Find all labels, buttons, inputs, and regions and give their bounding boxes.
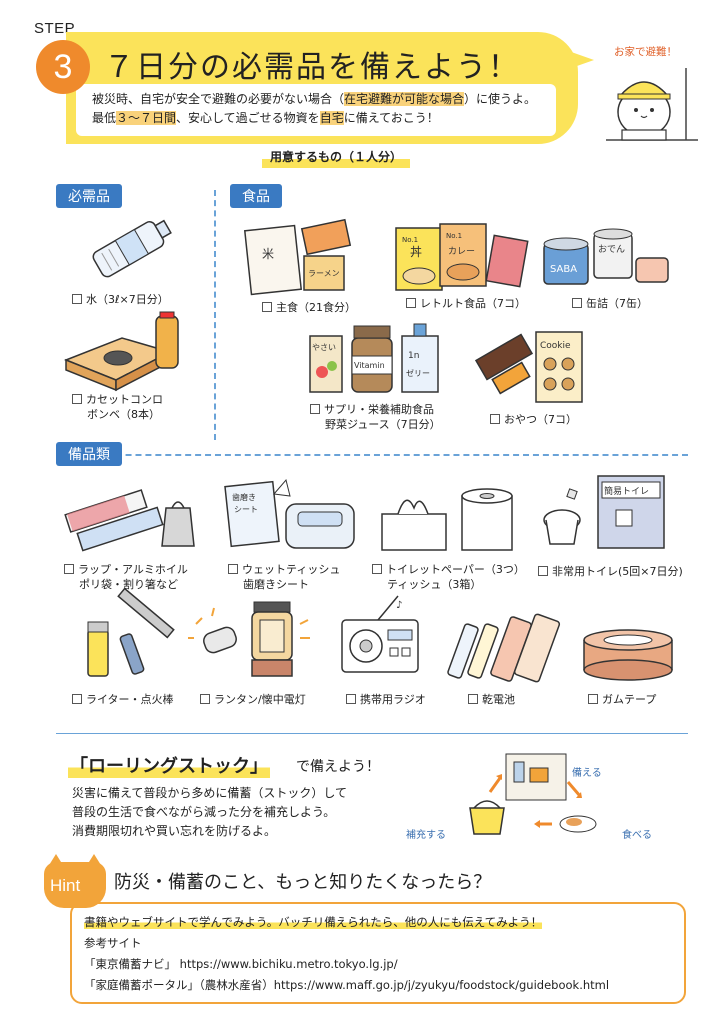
item-duct-tape[interactable]: ガムテープ <box>588 692 656 707</box>
svg-text:1n: 1n <box>408 351 419 361</box>
rolling-stock-line-1: 災害に備えて普段から多めに備蓄（ストック）して <box>72 786 348 800</box>
item-canned-food[interactable]: 缶詰（7缶） <box>572 296 648 311</box>
checkbox[interactable] <box>72 394 82 404</box>
cat-helmet-illustration <box>606 68 698 141</box>
intro-description: 被災時、自宅が安全で避難の必要がない場合（在宅避難が可能な場合）に使うよ。 最低… <box>76 84 556 136</box>
checkbox[interactable] <box>588 694 598 704</box>
checkbox[interactable] <box>72 694 82 704</box>
svg-text:米: 米 <box>262 247 274 261</box>
svg-text:ゼリー: ゼリー <box>406 368 430 378</box>
rolling-stock-title: 「ローリングストック」 <box>68 752 270 778</box>
checkbox[interactable] <box>538 566 548 576</box>
item-supplements[interactable]: サプリ・栄養補助食品野菜ジュース（7日分） <box>310 402 441 432</box>
rice-noodles-icon: 米 ラーメン <box>243 218 352 296</box>
hint-content: 書籍やウェブサイトで学んでみよう。バッチリ備えられたら、他の人にも伝えてみよう！… <box>84 912 609 996</box>
hint-site-1[interactable]: 「東京備蓄ナビ」 https://www.bichiku.metro.tokyo… <box>84 957 398 971</box>
svg-text:No.1: No.1 <box>446 232 462 240</box>
title-bubble-tail <box>560 48 594 72</box>
svg-text:簡易トイレ: 簡易トイレ <box>604 485 649 497</box>
checkbox[interactable] <box>490 414 500 424</box>
rolling-stock-line-3: 消費期限切れや買い忘れを防げるよ。 <box>72 824 277 838</box>
snacks-icon: Cookie <box>474 331 583 403</box>
cassette-stove-icon <box>63 311 179 392</box>
item-lantern[interactable]: ランタン/懐中電灯 <box>200 692 306 707</box>
rolling-stock-subtitle: で備えよう！ <box>296 759 380 775</box>
section-divider-vertical <box>214 190 216 440</box>
cycle-label-eat: 食べる <box>622 830 652 841</box>
prepare-heading: 用意するもの（１人分） <box>262 148 411 168</box>
svg-text:カレー: カレー <box>448 246 475 257</box>
item-water[interactable]: 水（3ℓ×7日分） <box>72 292 169 307</box>
item-snacks[interactable]: おやつ（7コ） <box>490 412 577 427</box>
emergency-toilet-icon: 簡易トイレ <box>543 475 665 549</box>
intro-line-2: 最低３〜７日間、安心して過ごせる物資を自宅に備えておこう！ <box>92 111 439 125</box>
batteries-icon <box>447 613 561 683</box>
item-wet-tissue[interactable]: ウェットティッシュ歯磨きシート <box>228 562 340 592</box>
checkbox[interactable] <box>262 302 272 312</box>
checkbox[interactable] <box>228 564 238 574</box>
rolling-stock-cycle-diagram <box>469 753 597 835</box>
checkbox[interactable] <box>64 564 74 574</box>
svg-text:歯磨き: 歯磨き <box>232 492 256 502</box>
intro-line-1: 被災時、自宅が安全で避難の必要がない場合（在宅避難が可能な場合）に使うよ。 <box>92 92 537 106</box>
item-toilet-paper[interactable]: トイレットペーパー（3つ）ティッシュ（3箱） <box>372 562 525 592</box>
item-emergency-toilet[interactable]: 非常用トイレ(5回×7日分) <box>538 564 683 579</box>
page-title: ７日分の必需品を備えよう！ <box>104 50 520 85</box>
item-lighter[interactable]: ライター・点火棒 <box>72 692 174 707</box>
item-retort-food[interactable]: レトルト食品（7コ） <box>406 296 526 311</box>
svg-text:おでん: おでん <box>598 244 625 255</box>
checkbox[interactable] <box>200 694 210 704</box>
item-cassette-stove[interactable]: カセットコンロボンベ（8本） <box>72 392 163 422</box>
checkbox[interactable] <box>310 404 320 414</box>
essentials-tag: 必需品 <box>56 184 122 208</box>
radio-icon: ♪ <box>341 595 419 673</box>
svg-text:Cookie: Cookie <box>540 341 571 351</box>
lantern-icon <box>188 601 310 677</box>
hint-cat-badge <box>44 862 106 908</box>
cycle-label-prepare: 備える <box>572 768 602 779</box>
svg-text:ラーメン: ラーメン <box>308 269 340 278</box>
item-radio[interactable]: 携帯用ラジオ <box>346 692 426 707</box>
item-staple-food[interactable]: 主食（21食分） <box>262 300 356 315</box>
svg-text:やさい: やさい <box>312 343 336 352</box>
step-number-badge: 3 <box>36 40 90 94</box>
lighter-icon <box>87 587 175 677</box>
checkbox[interactable] <box>372 564 382 574</box>
supplements-icon: やさい Vitamin 1n ゼリー <box>309 323 439 393</box>
svg-text:Vitamin: Vitamin <box>354 361 385 370</box>
rolling-stock-body: 災害に備えて普段から多めに備蓄（ストック）して 普段の生活で食べながら減った分を… <box>72 784 347 841</box>
hint-badge-label: Hint <box>50 876 81 895</box>
checkbox[interactable] <box>406 298 416 308</box>
checkbox[interactable] <box>572 298 582 308</box>
cat-speech: お家で避難！ <box>614 46 677 58</box>
canned-food-icon: SABA おでん <box>543 228 669 285</box>
section-divider-horizontal <box>56 454 688 456</box>
food-tag: 食品 <box>230 184 282 208</box>
hint-ref-label: 参考サイト <box>84 936 142 950</box>
hint-site-2[interactable]: 「家庭備蓄ポータル」（農林水産省）https://www.maff.go.jp/… <box>84 978 610 992</box>
hint-line-1: 書籍やウェブサイトで学んでみよう。バッチリ備えられたら、他の人にも伝えてみよう！ <box>84 915 543 929</box>
water-bottle-icon <box>92 219 172 278</box>
checkbox[interactable] <box>346 694 356 704</box>
step-word: STEP <box>34 20 76 37</box>
svg-text:シート: シート <box>234 505 258 514</box>
toilet-paper-icon <box>381 488 513 551</box>
item-batteries[interactable]: 乾電池 <box>468 692 515 707</box>
svg-text:丼: 丼 <box>410 245 422 259</box>
rolling-stock-line-2: 普段の生活で食べながら減った分を補充しよう。 <box>72 805 336 819</box>
item-wrap-foil[interactable]: ラップ・アルミホイルポリ袋・割り箸など <box>64 562 188 592</box>
duct-tape-icon <box>583 629 673 681</box>
cycle-label-refill: 補充する <box>406 830 446 841</box>
wet-tissue-icon: 歯磨き シート <box>224 478 355 549</box>
svg-text:No.1: No.1 <box>402 236 418 244</box>
rolling-stock-divider <box>56 733 688 734</box>
retort-food-icon: No.1 丼 No.1 カレー <box>395 223 529 291</box>
hint-question: 防災・備蓄のこと、もっと知りたくなったら？ <box>114 872 492 893</box>
supplies-tag: 備品類 <box>56 442 122 466</box>
checkbox[interactable] <box>72 294 82 304</box>
wrap-foil-icon <box>64 489 195 552</box>
svg-text:SABA: SABA <box>550 264 577 275</box>
checkbox[interactable] <box>468 694 478 704</box>
svg-text:♪: ♪ <box>396 600 402 611</box>
